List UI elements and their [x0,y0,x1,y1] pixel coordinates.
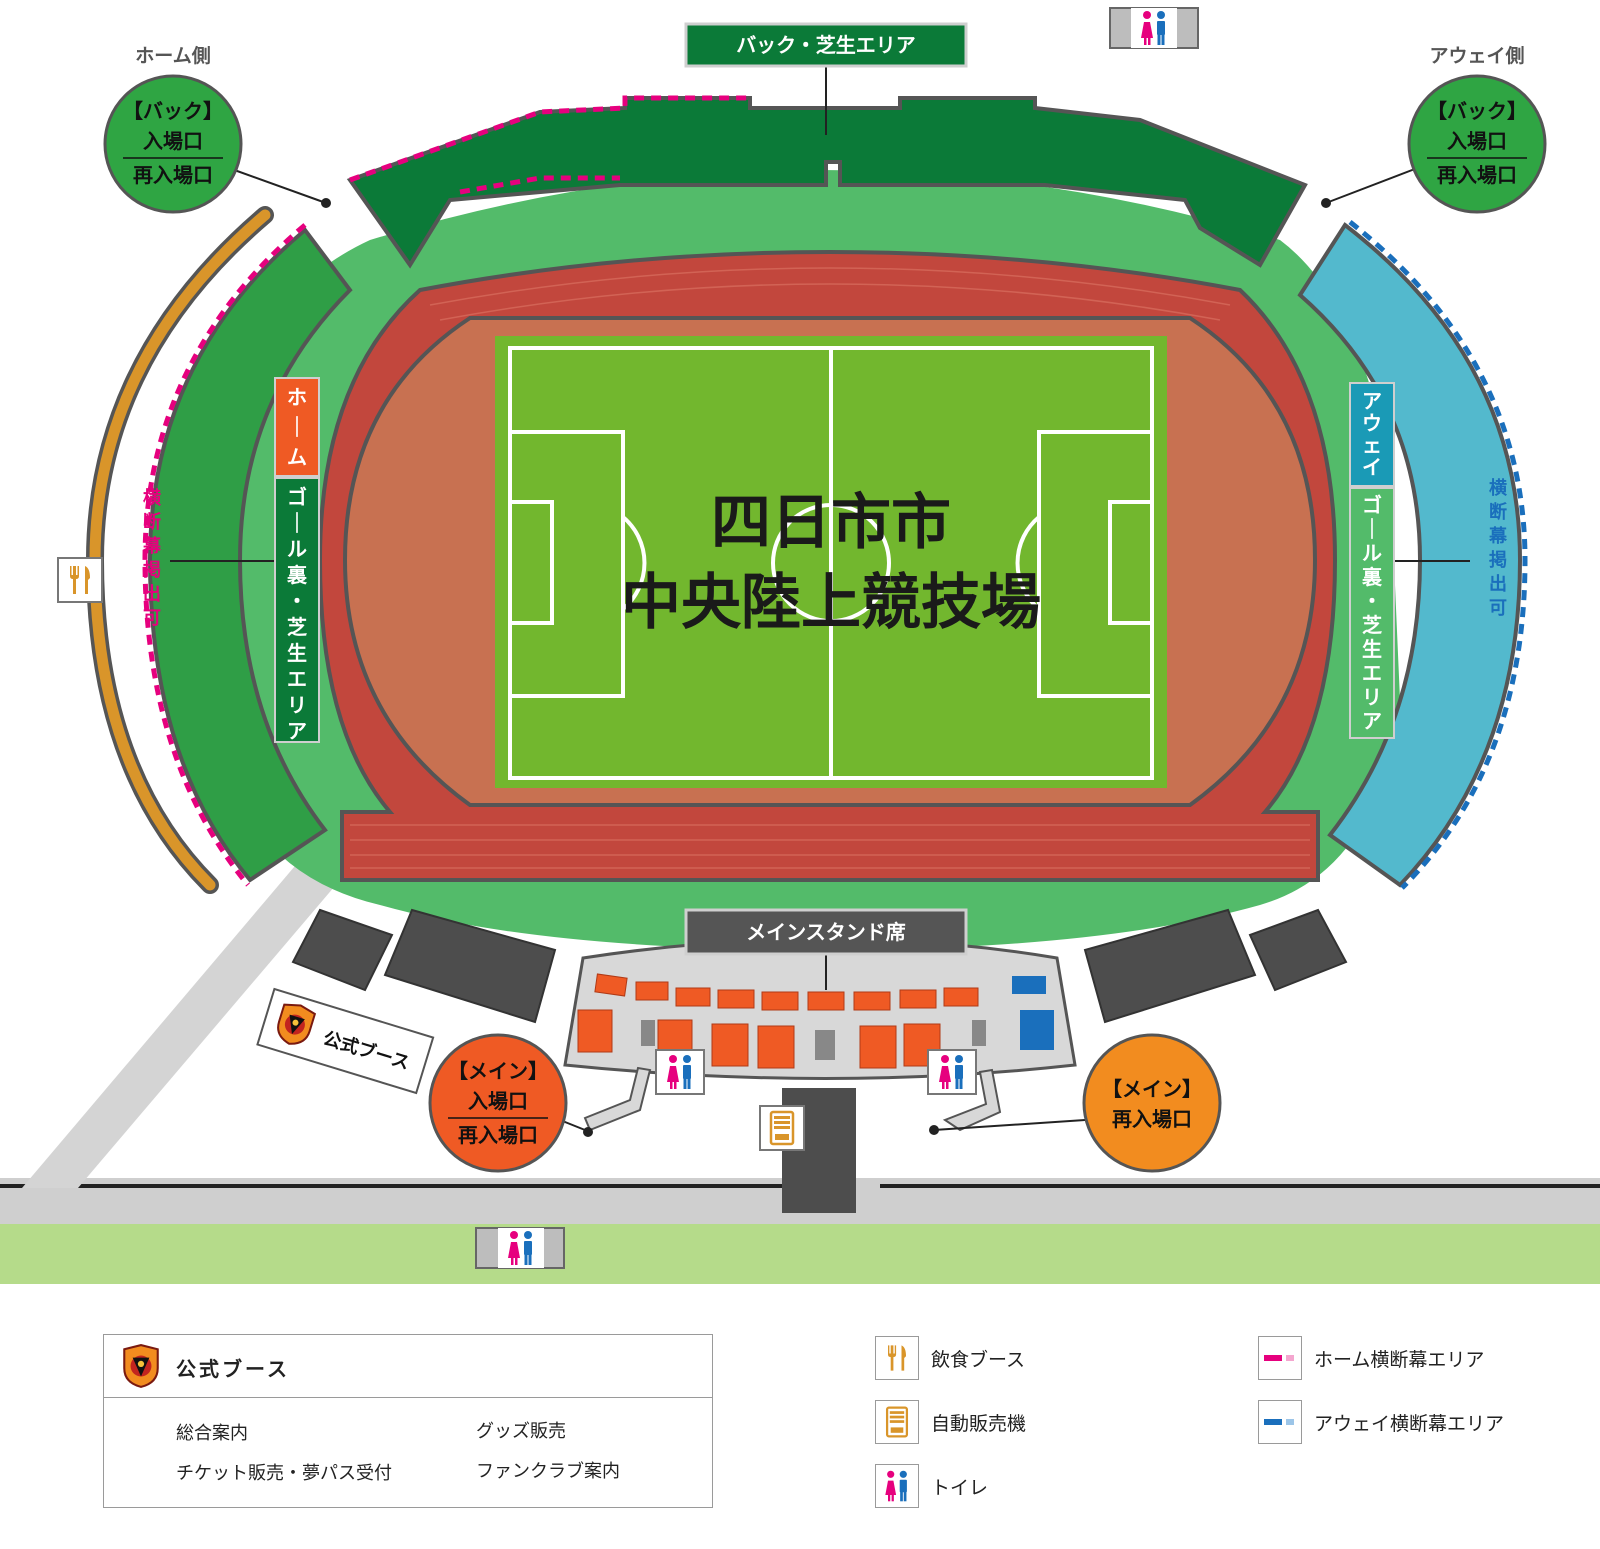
back-home-entrance: 【バック】 入場口 再入場口 [103,74,243,214]
main-stand-label: メインスタンド席 [684,908,968,956]
home-banner-edge [142,223,307,887]
legend-home-banner-label: ホーム横断幕エリア [1314,1348,1485,1371]
food-icon [57,557,103,603]
svg-text:入場口: 入場口 [468,1089,528,1113]
legend-booth-item: チケット販売・夢パス受付 [176,1463,392,1484]
svg-text:ゴ｜ル裏・芝生エリア: ゴ｜ル裏・芝生エリア [1361,493,1383,733]
main-stand-seats [577,973,979,1069]
away-tag: アウェイ [1349,382,1395,487]
away-banner-swatch-icon [1258,1400,1302,1444]
away-banner-label: 横断幕掲出可 [1488,477,1508,619]
home-side-label: ホーム側 [135,45,210,67]
away-goal-stand [1297,222,1523,888]
pitch-markings [508,346,1154,780]
svg-text:再入場口: 再入場口 [1437,163,1517,187]
toilet-icon [1109,7,1199,49]
svg-text:【バック】: 【バック】 [123,99,223,123]
svg-text:ホ｜ム: ホ｜ム [287,385,307,469]
legend-booth-item: ファンクラブ案内 [476,1461,620,1482]
legend-home-banner: ホーム横断幕エリア [1258,1336,1484,1380]
toilet-icon [927,1049,977,1095]
main-reentrance: 【メイン】 再入場口 [1082,1033,1222,1173]
legend-booth-item: グッズ販売 [476,1421,566,1442]
legend-booth-title: 公式ブース [176,1357,290,1381]
toilet-icon [875,1464,919,1508]
main-entrance: 【メイン】 入場口 再入場口 [428,1033,568,1173]
legend-vending: 自動販売機 [875,1400,1026,1444]
legend-food-label: 飲食ブース [931,1348,1026,1371]
legend-food: 飲食ブース [875,1336,1025,1380]
away-banner-edge [1348,220,1528,890]
home-goal-lawn-label: ゴ｜ル裏・芝生エリア [274,477,320,743]
home-banner-swatch-icon [1258,1336,1302,1380]
legend-away-banner-label: アウェイ横断幕エリア [1314,1412,1505,1435]
legend-toilet: トイレ [875,1464,988,1508]
home-goal-stand [147,227,353,883]
official-booth-sign: 公式ブース [256,987,435,1095]
walkway [22,860,340,1188]
stairs-right [942,1068,1002,1132]
club-crest-icon [123,1344,159,1388]
svg-text:アウェイ: アウェイ [1362,389,1382,479]
service-buildings [291,908,1348,1024]
green-strip [0,1224,1600,1284]
stadium-name-line2: 中央陸上競技場 [621,568,1041,638]
away-seats [1012,976,1054,1050]
toilet-icon [655,1049,705,1095]
svg-text:再入場口: 再入場口 [1112,1107,1192,1131]
svg-text:入場口: 入場口 [143,129,203,153]
stadium-name-line1: 四日市市 [711,488,951,558]
svg-text:【バック】: 【バック】 [1427,99,1527,123]
svg-text:再入場口: 再入場口 [133,163,213,187]
legend-booth-header: 公式ブース [104,1335,712,1398]
stairs-left [583,1066,652,1132]
away-side-label: アウェイ側 [1429,45,1524,67]
svg-text:ゴ｜ル裏・芝生エリア: ゴ｜ル裏・芝生エリア [286,485,308,743]
legend-away-banner: アウェイ横断幕エリア [1258,1400,1504,1444]
legend-booth-item: 総合案内 [176,1423,248,1444]
svg-text:【メイン】: 【メイン】 [1102,1077,1202,1101]
vending-machine-icon [875,1400,919,1444]
legend-vending-label: 自動販売機 [931,1412,1027,1435]
svg-text:再入場口: 再入場口 [458,1123,538,1147]
svg-text:メインスタンド席: メインスタンド席 [746,920,906,944]
legend-toilet-label: トイレ [931,1476,989,1499]
back-stand [346,96,1308,269]
legend-official-booth: 公式ブース 総合案内 グッズ販売 チケット販売・夢パス受付 ファンクラブ案内 [103,1334,713,1508]
back-lawn-label: バック・芝生エリア [684,22,968,68]
back-away-entrance: 【バック】 入場口 再入場口 [1407,74,1547,214]
svg-text:バック・芝生エリア: バック・芝生エリア [736,33,916,57]
food-icon [875,1336,919,1380]
svg-text:【メイン】: 【メイン】 [448,1059,548,1083]
away-goal-lawn-label: ゴ｜ル裏・芝生エリア [1349,487,1395,739]
vending-machine-icon [759,1105,805,1151]
home-banner-label: 横断幕掲出可 [142,487,162,629]
svg-text:入場口: 入場口 [1447,129,1507,153]
toilet-icon [475,1227,565,1269]
home-tag: ホ｜ム [274,377,320,477]
